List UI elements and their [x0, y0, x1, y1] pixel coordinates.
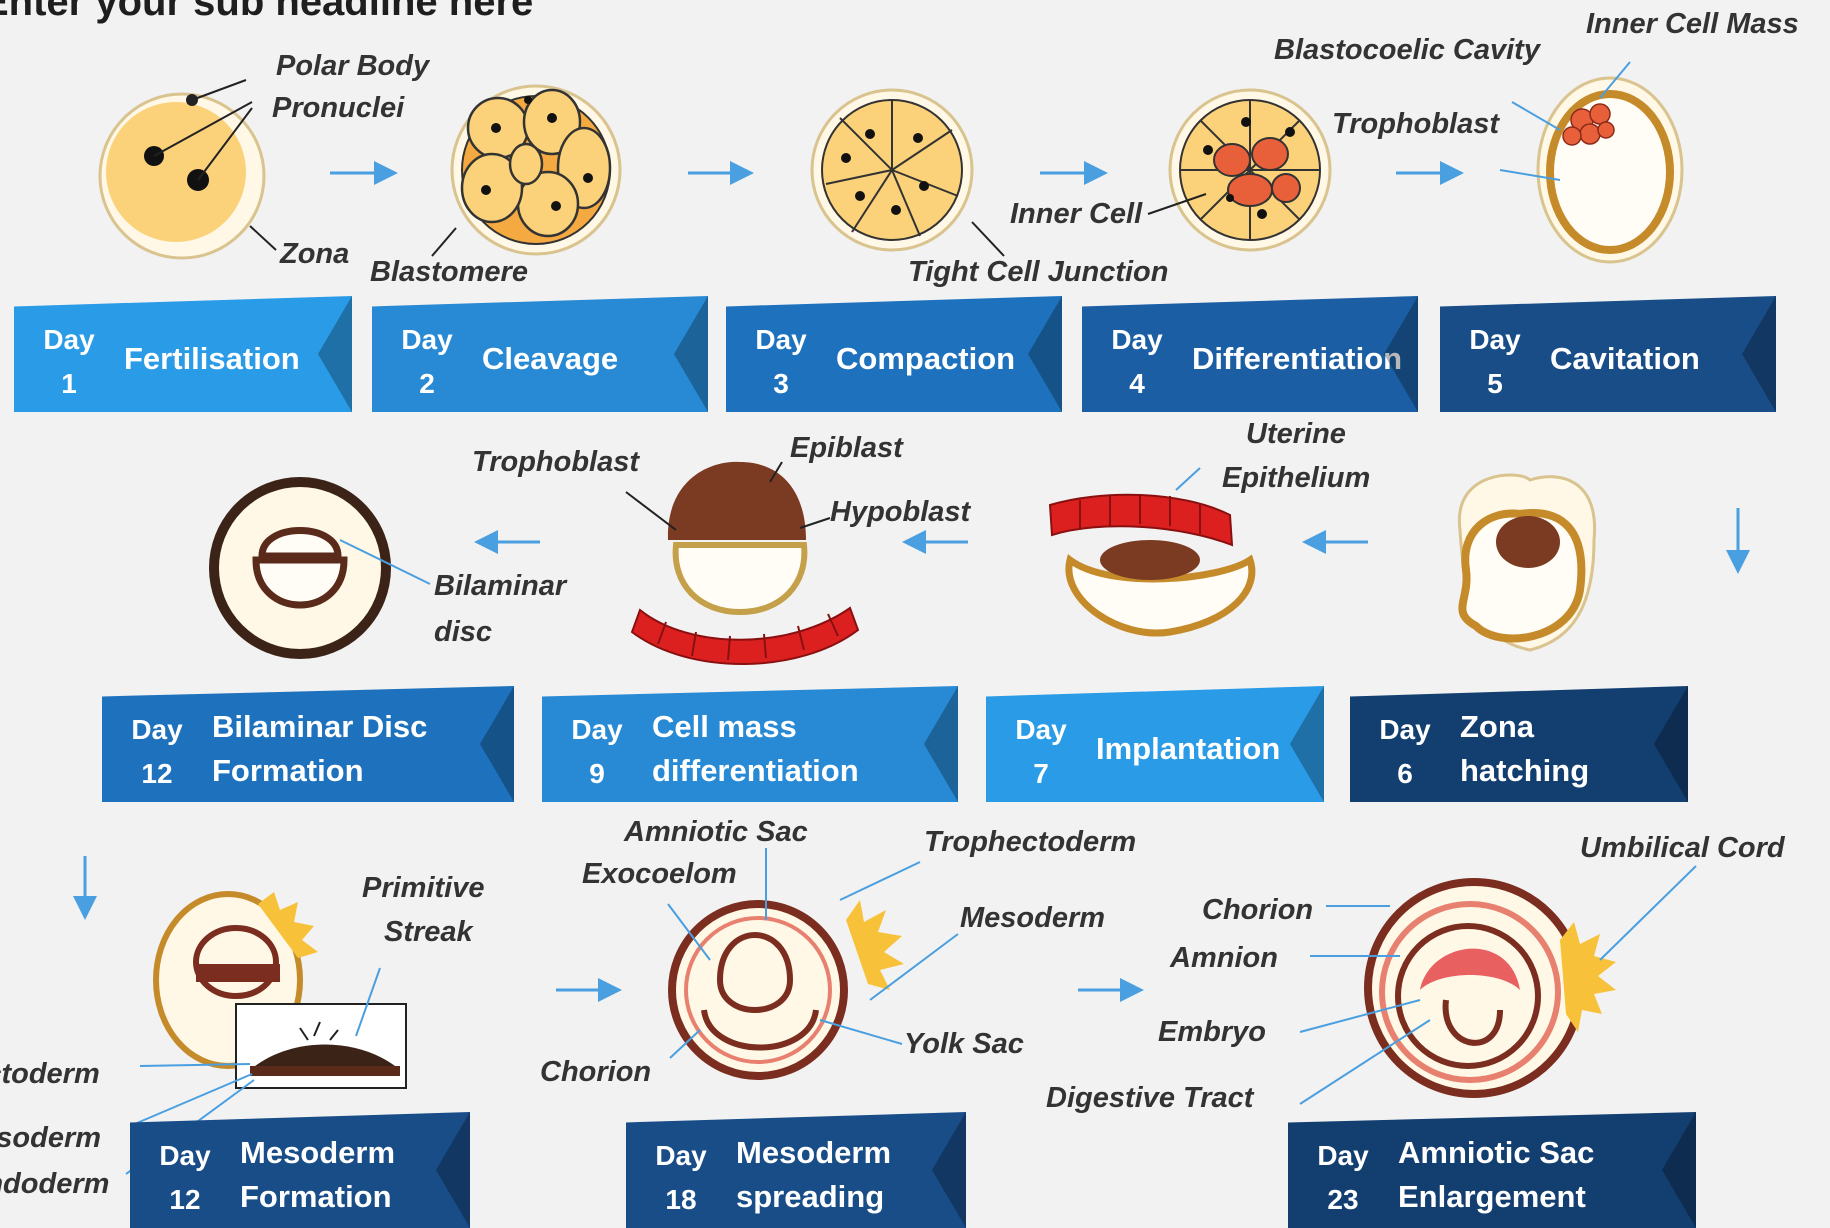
label-bilaminar: Bilaminar: [434, 570, 567, 602]
stage-name: Fertilisation: [124, 341, 300, 376]
label-mesoderm-mid: Mesoderm: [960, 902, 1106, 934]
amniotic-sac-illustration: [1299, 865, 1697, 1105]
label-tight-cell-junction: Tight Cell Junction: [908, 256, 1169, 288]
chevron-notch: [1290, 686, 1324, 802]
label-yolk-sac: Yolk Sac: [904, 1028, 1024, 1060]
label-inner-cell: Inner Cell: [1010, 198, 1143, 230]
blastocyst-illustration: [1499, 61, 1684, 264]
chevron-notch: [1654, 686, 1688, 802]
label-trophoblast-top: Trophoblast: [1332, 108, 1500, 140]
stage-name: Cavitation: [1550, 341, 1700, 376]
label-exocoelom: Exocoelom: [582, 858, 737, 890]
chevron-notch: [1384, 296, 1418, 412]
stage-name: Implantation: [1096, 731, 1281, 766]
differentiation-illustration: [1147, 88, 1332, 252]
label-polar-body: Polar Body: [276, 50, 430, 82]
sub-headline: Enter your sub headline here: [0, 0, 534, 24]
label-zona: Zona: [280, 238, 350, 270]
label-epithelium: Epithelium: [1222, 462, 1371, 494]
flow-arrows: [73, 161, 1750, 1002]
stage-name: Cleavage: [482, 341, 619, 376]
label-umbilical-cord: Umbilical Cord: [1580, 832, 1785, 864]
label-amniotic-sac: Amniotic Sac: [624, 816, 808, 848]
cleavage-illustration: [431, 84, 622, 257]
label-mesoderm-left: Mesoderm: [0, 1122, 102, 1154]
label-primitive: Primitive: [362, 872, 485, 904]
chevron-notch: [1742, 296, 1776, 412]
label-inner-cell-mass: Inner Cell Mass: [1586, 8, 1799, 40]
label-embryo: Embryo: [1158, 1016, 1266, 1048]
chevron-notch: [1028, 296, 1062, 412]
label-disc: disc: [434, 616, 493, 648]
mesoderm-spreading-illustration: [667, 848, 959, 1080]
mesoderm-formation-illustration: [125, 891, 407, 1175]
zona-hatching-illustration: [1458, 473, 1597, 652]
label-trophectoderm: Trophectoderm: [924, 826, 1137, 858]
label-uterine: Uterine: [1246, 418, 1346, 450]
label-hypoblast: Hypoblast: [830, 496, 971, 528]
chevron-notch: [924, 686, 958, 802]
label-chorion-mid: Chorion: [540, 1056, 652, 1088]
stage-name: Differentiation: [1192, 341, 1403, 376]
chevron-notch: [932, 1112, 966, 1228]
label-pronuclei: Pronuclei: [272, 92, 405, 124]
label-ectoderm: Ectoderm: [0, 1058, 100, 1090]
label-trophoblast-mid: Trophoblast: [472, 446, 640, 478]
label-epiblast: Epiblast: [790, 432, 903, 464]
chevron-notch: [436, 1112, 470, 1228]
stage-name: Compaction: [836, 341, 1016, 376]
label-blastocoelic-cavity: Blastocoelic Cavity: [1274, 34, 1540, 66]
bilaminar-disc-illustration: [209, 477, 431, 659]
compaction-illustration: [810, 88, 1005, 257]
cell-mass-illustration: [625, 461, 860, 665]
chevron-notch: [480, 686, 514, 802]
chevron-notch: [318, 296, 352, 412]
label-blastomere: Blastomere: [370, 256, 528, 288]
implantation-illustration: [1048, 467, 1256, 637]
zygote-illustration: [98, 79, 277, 260]
chevron-notch: [1662, 1112, 1696, 1228]
label-amnion: Amnion: [1170, 942, 1278, 974]
label-chorion-right: Chorion: [1202, 894, 1314, 926]
label-endoderm: Endoderm: [0, 1168, 110, 1200]
label-streak: Streak: [384, 916, 473, 948]
label-digestive-tract: Digestive Tract: [1046, 1082, 1254, 1114]
chevron-notch: [674, 296, 708, 412]
